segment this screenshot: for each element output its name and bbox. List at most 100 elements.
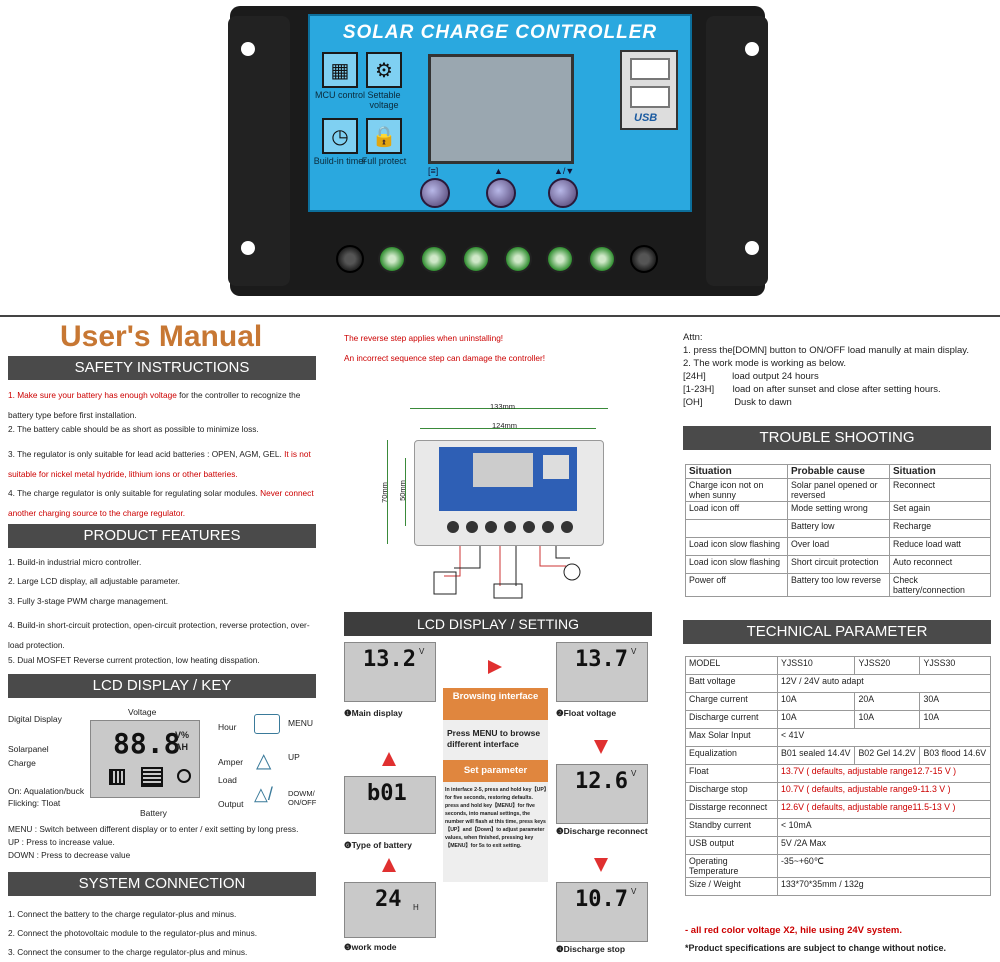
browsing-banner: Browsing interface: [443, 688, 548, 720]
down-button[interactable]: [548, 178, 578, 208]
key-label: UP: [288, 752, 300, 762]
front-panel: SOLAR CHARGE CONTROLLER ▦ MCU control ⚙ …: [308, 14, 692, 212]
col-header: Situation: [889, 464, 991, 479]
mcu-chip-icon: ▦: [322, 52, 358, 88]
usb-slot: [630, 86, 670, 108]
cell: Battery too low reverse: [787, 573, 890, 597]
drawing-terminals: [447, 521, 573, 539]
screen-caption: ❻Type of battery: [344, 840, 412, 850]
lcd-value: 12.6: [575, 769, 628, 794]
table-row: Power off Battery too low reverse Check …: [685, 573, 991, 597]
terminal-screw: [504, 245, 532, 273]
down-key-icon: △/: [254, 784, 273, 804]
icon-label: MCU control: [314, 90, 365, 100]
up-button[interactable]: [486, 178, 516, 208]
screen-caption: ❸Discharge reconnect: [556, 826, 648, 836]
safety-text: for the controller to recognize the batt…: [8, 390, 301, 420]
param-value: 10.7V ( defaults, adjustable range9-11.3…: [777, 782, 991, 801]
key-note: UP : Press to increase value.: [8, 837, 115, 847]
table-row: Charge icon not on when sunny Solar pane…: [685, 478, 991, 502]
param-value: 20A: [854, 692, 921, 711]
label-voltage: Voltage: [128, 707, 157, 717]
lcd-value: 24: [375, 887, 402, 912]
param-value: 133*70*35mm / 132g: [777, 877, 991, 896]
cell: Check battery/connection: [889, 573, 991, 597]
feature-item: 2. Large LCD display, all adjustable par…: [8, 576, 180, 586]
button-label: ▲: [494, 166, 503, 176]
key-note: MENU : Switch between different display …: [8, 824, 299, 834]
attn-line: [24H] load output 24 hours: [683, 371, 819, 382]
lcd-unit: V: [419, 647, 425, 656]
dim-line: [410, 408, 608, 409]
lcd-unit: V: [631, 887, 637, 896]
safety-red: It is not suitable for nickel metal hydr…: [8, 449, 311, 479]
param-value: YJSS30: [919, 656, 991, 675]
menu-button[interactable]: [420, 178, 450, 208]
trouble-table: Situation Probable cause Situation Charg…: [685, 464, 991, 597]
param-value: 10A: [776, 710, 856, 729]
terminal-screw: [630, 245, 658, 273]
safety-item: 4. The charge regulator is only suitable…: [8, 483, 318, 523]
param-value: B03 flood 14.6V: [919, 746, 991, 765]
table-row: Load icon slow flashing Short circuit pr…: [685, 555, 991, 574]
param-value: -35~+60℃: [777, 854, 991, 878]
lcd-value: 13.2: [363, 647, 416, 672]
terminal-screw: [462, 245, 490, 273]
flow-arrow: [594, 740, 608, 754]
param-value: YJSS20: [854, 656, 921, 675]
param-value: < 10mA: [777, 818, 991, 837]
lcd-diagram: 88.8 V% AH: [90, 720, 200, 798]
drawing-lcd: [473, 453, 533, 487]
dim-label: 133mm: [490, 402, 516, 411]
lcd-setting-heading: LCD DISPLAY / SETTING: [344, 612, 652, 636]
cell: Reconnect: [889, 478, 991, 502]
terminal-screw: [336, 245, 364, 273]
param-value: B01 sealed 14.4V: [776, 746, 856, 765]
lcd-value: b01: [367, 781, 407, 806]
lcd-screen-reconnect: 12.6 V: [556, 764, 648, 824]
lcd-units: V% AH: [175, 730, 190, 752]
mount-hole: [241, 241, 255, 255]
solar-panel-icon: [109, 769, 125, 785]
param-value: 30A: [919, 692, 991, 711]
attn-line: 2. The work mode is working as below.: [683, 358, 846, 369]
mount-hole: [241, 42, 255, 56]
icon-label: Build-in timer: [313, 156, 367, 166]
safety-item: 3. The regulator is only suitable for le…: [8, 444, 318, 484]
terminal-screw: [546, 245, 574, 273]
param-name: Operating Temperature: [685, 854, 778, 878]
cell: Solar panel opened or reversed: [787, 478, 890, 502]
setting-panel: Browsing interface Press MENU to browse …: [443, 688, 548, 882]
lcd-screen: [428, 54, 574, 164]
warning-text: The reverse step applies when uninstalli…: [344, 333, 504, 343]
cell: Battery low: [787, 519, 890, 538]
mount-hole: [745, 42, 759, 56]
param-name: Size / Weight: [685, 877, 778, 896]
screen-caption: ❶Main display: [344, 708, 403, 718]
warning-text: An incorrect sequence step can damage th…: [344, 353, 546, 363]
attn-line: [1-23H] load on after sunset and close a…: [683, 384, 941, 395]
label-charge: Charge: [8, 758, 36, 768]
safety-text: 4. The charge regulator is only suitable…: [8, 488, 258, 498]
system-item: 1. Connect the battery to the charge reg…: [8, 909, 237, 919]
icon-label: Settable voltage: [367, 90, 401, 110]
lcd-unit: H: [413, 903, 419, 912]
attn-line: [OH] Dusk to dawn: [683, 397, 792, 408]
label-flick: Flicking: Tloat: [8, 798, 61, 808]
mount-hole: [745, 241, 759, 255]
product-photo: SOLAR CHARGE CONTROLLER ▦ MCU control ⚙ …: [0, 0, 1000, 316]
cell: Power off: [685, 573, 788, 597]
lcd-unit: V: [631, 647, 637, 656]
table-row: Load icon slow flashing Over load Reduce…: [685, 537, 991, 556]
cell: Short circuit protection: [787, 555, 890, 574]
cell: Set again: [889, 501, 991, 520]
cell: Auto reconnect: [889, 555, 991, 574]
param-value: 10A: [854, 710, 921, 729]
param-value: YJSS10: [776, 656, 856, 675]
